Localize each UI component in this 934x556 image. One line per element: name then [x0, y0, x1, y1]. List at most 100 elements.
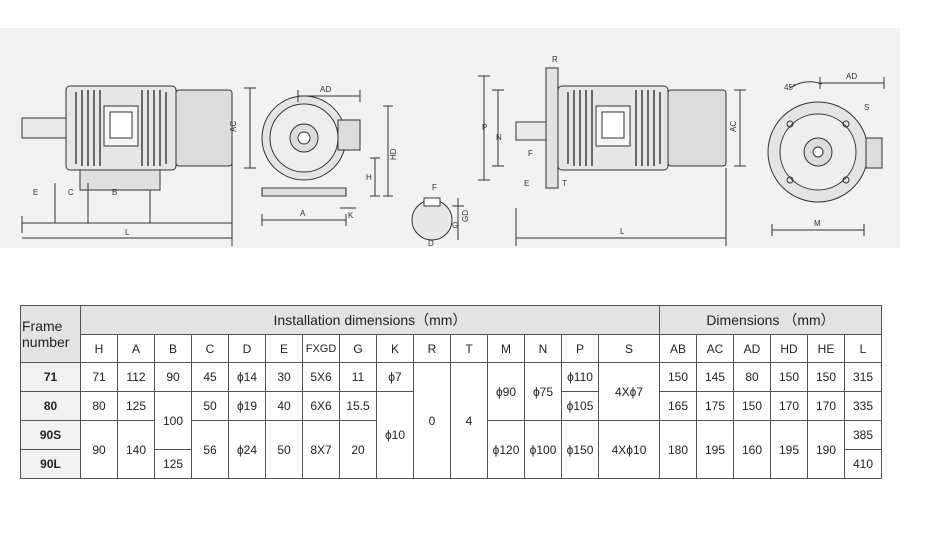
table-cell: ϕ19 [228, 391, 266, 421]
col-header-HD: HD [770, 334, 808, 363]
table-cell: 165 [659, 391, 697, 421]
dim-label: K [348, 211, 354, 220]
frame-header-line2: number [22, 334, 70, 350]
dim-label: D [428, 239, 434, 248]
dim-label: AC [729, 121, 738, 132]
end-view-foot-motor [261, 90, 393, 226]
dim-label: N [496, 133, 502, 142]
dim-label: C [68, 188, 74, 197]
table-cell: ϕ24 [228, 420, 266, 479]
dim-label: HD [389, 148, 398, 160]
col-header-N: N [524, 334, 562, 363]
table-cell: 100 [154, 391, 192, 450]
table-cell: ϕ105 [561, 391, 599, 421]
table-cell: 190 [807, 420, 845, 479]
table-cell: 140 [117, 420, 155, 479]
table-cell: 56 [191, 420, 229, 479]
col-header-FXGD: FXGD [302, 334, 340, 363]
dim-label: F [528, 149, 533, 158]
table-cell: 150 [659, 362, 697, 392]
dimensions-header: Dimensions （mm） [659, 305, 882, 335]
flange-end-view [767, 77, 885, 236]
column-header-row: H A B C D E FXGD G K R T M N P S AB AC A… [21, 334, 882, 363]
table-cell: 170 [770, 391, 808, 421]
table-cell: 125 [154, 449, 192, 479]
table-cell: 410 [844, 449, 882, 479]
table-cell: ϕ75 [524, 362, 562, 421]
table-cell: 5X6 [302, 362, 340, 392]
dim-label: AD [320, 85, 331, 94]
table-cell: 90 [154, 362, 192, 392]
table-cell: 315 [844, 362, 882, 392]
table-cell: 195 [770, 420, 808, 479]
dim-label: A [300, 209, 306, 218]
col-header-L: L [844, 334, 882, 363]
table-cell: 150 [733, 391, 771, 421]
frame-number-header: Frame number [20, 305, 81, 363]
table-cell: 150 [807, 362, 845, 392]
dim-label: T [562, 179, 567, 188]
side-view-flange-motor [478, 67, 746, 246]
table-cell: 160 [733, 420, 771, 479]
dim-label: R [552, 55, 558, 64]
dimension-table: Frame number Installation dimensions（mm）… [20, 305, 882, 479]
table-cell: 90 [80, 420, 118, 479]
dim-label: E [524, 179, 529, 188]
table-cell: 335 [844, 391, 882, 421]
table-row: 90L 125 410 [20, 449, 882, 479]
col-header-A: A [117, 334, 155, 363]
dim-label: F [432, 183, 437, 192]
col-header-T: T [450, 334, 488, 363]
table-cell: 175 [696, 391, 734, 421]
dim-label: AD [846, 72, 857, 81]
table-cell: ϕ150 [561, 420, 599, 479]
frame-header-line1: Frame [22, 318, 63, 334]
dim-label: L [620, 227, 625, 236]
table-cell: 50 [265, 420, 303, 479]
col-header-HE: HE [807, 334, 845, 363]
dim-label: S [864, 103, 869, 112]
table-cell: 71 [80, 362, 118, 392]
col-header-P: P [561, 334, 599, 363]
table-cell: 4 [450, 362, 488, 479]
table-cell: 385 [844, 420, 882, 450]
dim-label: G [452, 221, 458, 230]
col-header-R: R [413, 334, 451, 363]
table-cell: ϕ14 [228, 362, 266, 392]
dim-label: GD [461, 210, 470, 222]
dim-label: L [125, 228, 130, 237]
table-cell: 112 [117, 362, 155, 392]
table-cell: 80 [80, 391, 118, 421]
table-cell: 40 [265, 391, 303, 421]
table-cell: ϕ90 [487, 362, 525, 421]
col-header-AC: AC [696, 334, 734, 363]
table-cell: 0 [413, 362, 451, 479]
table-cell: 8X7 [302, 420, 340, 479]
shaft-section [411, 197, 464, 241]
table-cell: 50 [191, 391, 229, 421]
table-cell: ϕ100 [524, 420, 562, 479]
table-cell: 145 [696, 362, 734, 392]
table-cell: 4Xϕ10 [598, 420, 660, 479]
table-cell: 6X6 [302, 391, 340, 421]
installation-dimensions-header: Installation dimensions（mm） [80, 305, 660, 335]
dim-label: P [482, 123, 487, 132]
dim-label: B [112, 188, 117, 197]
col-header-K: K [376, 334, 414, 363]
table-cell: 180 [659, 420, 697, 479]
table-cell: ϕ110 [561, 362, 599, 392]
dim-label: H [366, 173, 372, 182]
dimension-labels: E C B L AC AD HD H A K F GD G D R P N F … [33, 55, 869, 248]
table-cell: 150 [770, 362, 808, 392]
frame-cell: 90S [20, 420, 81, 450]
table-row: 90S 90 140 56 ϕ24 50 8X7 20 ϕ120 ϕ100 ϕ1… [20, 420, 882, 479]
col-header-S: S [598, 334, 660, 363]
col-header-AD: AD [733, 334, 771, 363]
table-cell: ϕ7 [376, 362, 414, 392]
col-header-D: D [228, 334, 266, 363]
table-cell: 20 [339, 420, 377, 479]
technical-drawings: E C B L AC AD HD H A K F GD G D R P N F … [0, 28, 900, 248]
table-cell: 195 [696, 420, 734, 479]
dim-label: E [33, 188, 38, 197]
frame-cell: 71 [20, 362, 81, 392]
